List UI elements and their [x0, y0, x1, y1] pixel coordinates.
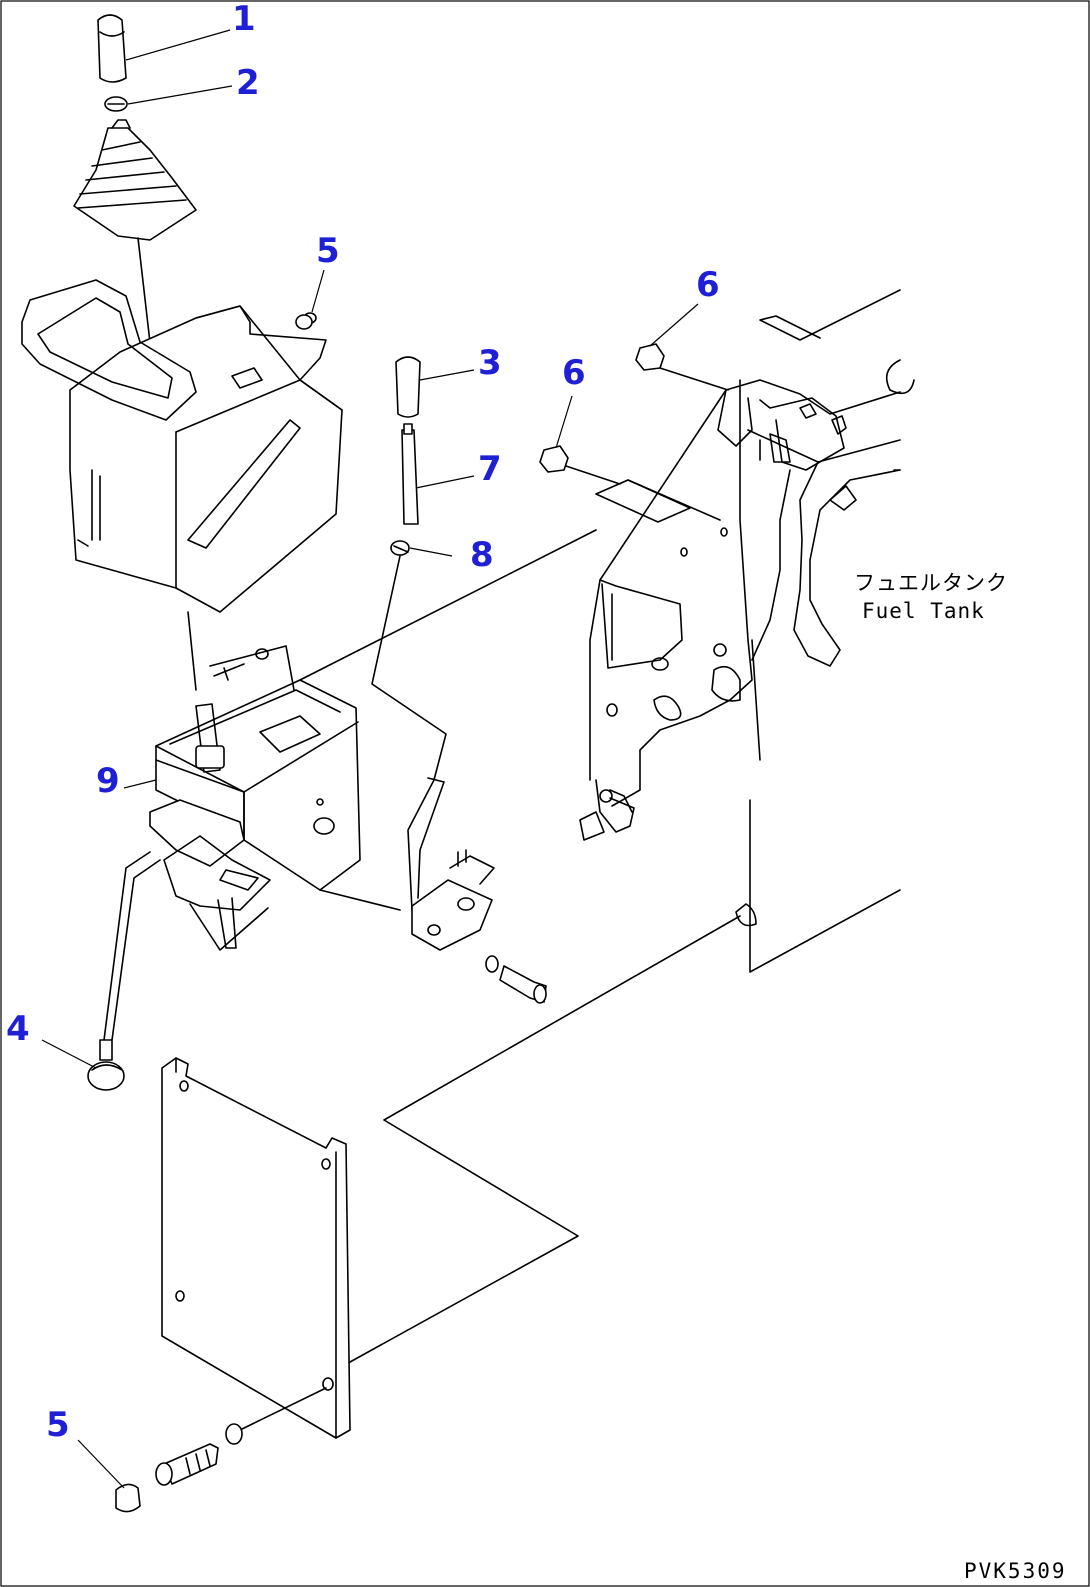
callout-5-lower: 5	[46, 1405, 70, 1445]
lower-bolt-washer	[155, 1387, 327, 1486]
callout-3: 3	[478, 343, 502, 383]
fuel-tank-label-en: Fuel Tank	[862, 599, 985, 623]
callout-7: 7	[478, 449, 502, 489]
fuel-tank-label-jp: フュエルタンク	[854, 571, 1008, 595]
callout-1: 1	[232, 0, 256, 39]
callout-4: 4	[6, 1009, 30, 1049]
cable	[371, 555, 447, 911]
clip-part-8	[390, 540, 410, 556]
leader-lines	[41, 29, 699, 1489]
lever-boot	[73, 119, 197, 241]
lower-link-bracket	[411, 849, 495, 951]
nut-part-2	[104, 96, 128, 112]
callout-6-lower: 6	[562, 353, 586, 393]
callout-5-upper: 5	[316, 231, 340, 271]
bolt-washer	[485, 955, 547, 1004]
control-box-part-9	[103, 645, 361, 1041]
lever-knob-part-1	[97, 14, 127, 83]
rod-part-7	[401, 423, 419, 525]
vehicle-frame	[579, 289, 915, 973]
lower-panel	[161, 1057, 351, 1439]
callout-6-upper: 6	[696, 265, 720, 305]
small-plate	[595, 479, 691, 523]
cover-rod	[187, 611, 197, 691]
frame-leader-line	[349, 915, 741, 1363]
grommet-part-5-lower	[115, 1483, 141, 1513]
drawing-code: PVK5309	[964, 1559, 1067, 1583]
callout-2: 2	[236, 63, 260, 103]
knob-part-3	[395, 356, 421, 418]
clip-part-6-upper	[635, 343, 729, 391]
diagonal-leader	[299, 529, 597, 681]
clip-part-6-lower	[539, 445, 621, 485]
callout-8: 8	[470, 535, 494, 575]
callout-9: 9	[96, 761, 120, 801]
console-cover	[21, 279, 343, 613]
box-link-line	[319, 889, 401, 911]
grommet-part-5-upper	[295, 314, 313, 330]
ball-part-4	[87, 1039, 125, 1091]
